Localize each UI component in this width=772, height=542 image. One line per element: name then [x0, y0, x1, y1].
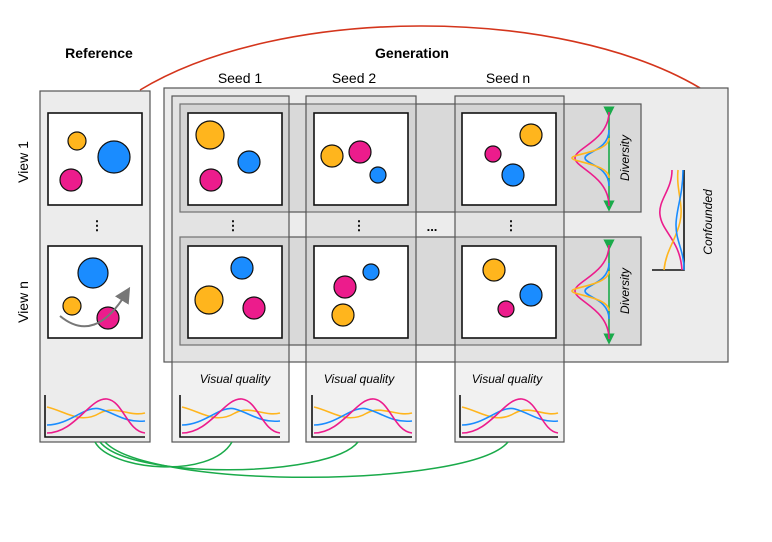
- diversity-label-view-n: Diversity: [618, 267, 632, 314]
- rotation-arrow: [59, 286, 131, 328]
- seed-2-feature-plot: [311, 395, 413, 438]
- seed-2-view-1-image: [313, 112, 409, 206]
- seed-2-label: Seed 2: [332, 70, 377, 86]
- diversity-label-view-1: Diversity: [618, 134, 632, 181]
- seed-n-view-n-image: [461, 245, 557, 339]
- reference-vertical-ellipsis: ⋮: [91, 218, 104, 233]
- reference-header: Reference: [65, 45, 133, 61]
- seed-1-feature-plot: [179, 395, 281, 438]
- reference-view-1-image: [47, 112, 143, 206]
- seed-horizontal-ellipsis: ...: [427, 219, 438, 234]
- visual-quality-label-seed-2: Visual quality: [324, 372, 395, 386]
- reference-feature-plot: [44, 395, 146, 438]
- seed-1-view-n-image: [187, 245, 283, 339]
- seed-n-feature-plot: [459, 395, 559, 438]
- reference-view-n-image: [47, 245, 143, 339]
- reference-generation-arc: [139, 25, 701, 91]
- diversity-distribution-view-n: [571, 239, 615, 345]
- seed-2-view-n-image: [313, 245, 409, 339]
- visual-quality-label-seed-n: Visual quality: [472, 372, 543, 386]
- view-1-label: View 1: [15, 141, 31, 183]
- confounded-label: Confounded: [701, 189, 715, 255]
- reference-seed-2-link: [99, 441, 359, 471]
- confounded-distribution: [652, 169, 685, 271]
- generation-header: Generation: [375, 45, 449, 61]
- diversity-distribution-view-1: [571, 106, 615, 212]
- seed-1-vertical-ellipsis: ⋮: [227, 218, 240, 233]
- view-n-label: View n: [15, 281, 31, 323]
- reference-seed-1-link: [94, 441, 233, 468]
- seed-n-vertical-ellipsis: ⋮: [505, 218, 518, 233]
- reference-seed-n-link: [104, 441, 509, 478]
- seed-n-view-1-image: [461, 112, 557, 206]
- visual-quality-label-seed-1: Visual quality: [200, 372, 271, 386]
- seed-n-label: Seed n: [486, 70, 530, 86]
- seed-1-view-1-image: [187, 112, 283, 206]
- seed-1-label: Seed 1: [218, 70, 263, 86]
- seed-2-vertical-ellipsis: ⋮: [353, 218, 366, 233]
